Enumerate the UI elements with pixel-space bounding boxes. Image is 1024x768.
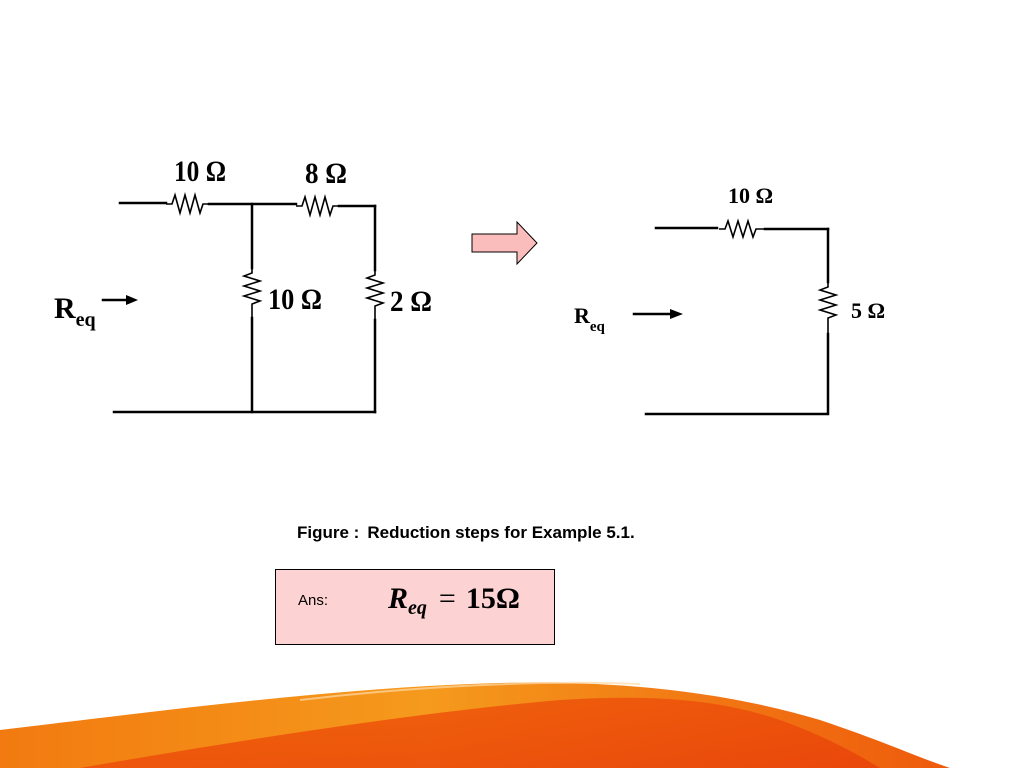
reduction-arrow <box>471 220 538 266</box>
answer-op: = <box>438 582 456 615</box>
label-r-top-right-circuit: 10 Ω <box>728 183 773 208</box>
wave-highlight <box>299 681 641 701</box>
label-r-5-ohm: 5 Ω <box>851 298 885 323</box>
caption-prefix: Figure : <box>297 523 360 542</box>
right-req-sub: eq <box>590 319 606 335</box>
right-req-label: Req <box>574 303 606 335</box>
resistor-2-ohm <box>364 270 386 320</box>
decorative-wave <box>0 681 950 768</box>
answer-box: Ans: Req = 15Ω <box>275 569 555 645</box>
left-req-sub: eq <box>76 309 96 331</box>
left-req-label: Req <box>54 292 96 331</box>
resistor-8-ohm <box>296 194 339 218</box>
right-circuit: 10 Ω 5 Ω Req <box>574 183 885 416</box>
left-req-main: R <box>54 292 76 325</box>
answer-var: R <box>388 582 409 615</box>
label-r-right: 2 Ω <box>390 285 432 318</box>
resistor-10-ohm-middle <box>241 268 263 318</box>
answer-sub: eq <box>408 597 427 619</box>
label-r-top-left: 10 Ω <box>174 155 226 188</box>
answer-label: Ans: <box>298 592 329 609</box>
right-req-main: R <box>574 303 591 328</box>
wave-front <box>80 697 880 768</box>
label-r-top-right: 8 Ω <box>305 157 347 190</box>
answer-equation: Req = 15Ω <box>388 582 520 620</box>
label-r-middle: 10 Ω <box>268 283 322 316</box>
left-req-arrow-head <box>126 295 138 305</box>
resistor-5-ohm <box>817 282 839 334</box>
resistor-10-ohm-right <box>719 218 765 240</box>
caption-text: Reduction steps for Example 5.1. <box>367 523 635 542</box>
resistor-10-ohm-top <box>166 192 209 216</box>
answer-value: 15Ω <box>465 582 520 615</box>
figure-caption: Figure : Reduction steps for Example 5.1. <box>297 523 635 543</box>
right-req-arrow-head <box>670 309 683 319</box>
left-circuit: 10 Ω 8 Ω 10 Ω 2 Ω Req <box>54 155 432 414</box>
